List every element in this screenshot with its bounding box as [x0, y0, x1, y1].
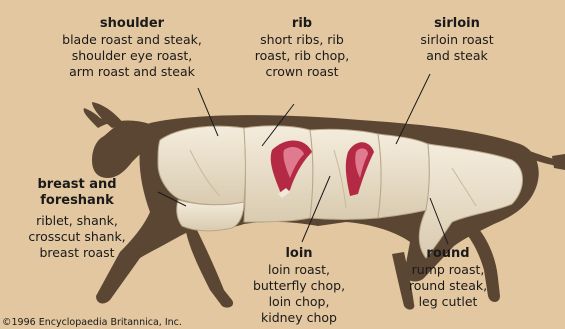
breast-foreshank-heading-2: foreshank — [18, 193, 136, 209]
sirloin-label: sirloin sirloin roast and steak — [404, 16, 510, 64]
rib-line-1: short ribs, rib — [244, 32, 360, 48]
shoulder-heading: shoulder — [52, 16, 212, 32]
shoulder-line-1: blade roast and steak, — [52, 32, 212, 48]
breast-foreshank-line-3: breast roast — [18, 245, 136, 261]
loin-label: loin loin roast, butterfly chop, loin ch… — [236, 246, 362, 326]
loin-heading: loin — [236, 246, 362, 262]
sirloin-line-1: sirloin roast — [404, 32, 510, 48]
breast-foreshank-label: breast and foreshank riblet, shank, cros… — [18, 177, 136, 261]
front-leg-back — [186, 228, 233, 308]
breast-foreshank-heading-1: breast and — [18, 177, 136, 193]
sirloin-heading: sirloin — [404, 16, 510, 32]
loin-line-2: butterfly chop, — [236, 278, 362, 294]
round-line-2: round steak, — [394, 278, 502, 294]
round-line-1: rump roast, — [394, 262, 502, 278]
loin-line-3: loin chop, — [236, 294, 362, 310]
tail-tuft — [552, 154, 565, 170]
breast-foreshank-line-2: crosscut shank, — [18, 229, 136, 245]
sirloin-cut — [378, 134, 429, 218]
shoulder-line-3: arm roast and steak — [52, 64, 212, 80]
round-line-3: leg cutlet — [394, 294, 502, 310]
copyright-notice: ©1996 Encyclopaedia Britannica, Inc. — [2, 317, 182, 328]
breast-foreshank-line-1: riblet, shank, — [18, 213, 136, 229]
breast-foreshank-cut — [177, 200, 244, 231]
rib-line-3: crown roast — [244, 64, 360, 80]
rib-label: rib short ribs, rib roast, rib chop, cro… — [244, 16, 360, 80]
round-cut — [419, 144, 522, 258]
round-label: round rump roast, round steak, leg cutle… — [394, 246, 502, 310]
shoulder-line-2: shoulder eye roast, — [52, 48, 212, 64]
loin-line-1: loin roast, — [236, 262, 362, 278]
shoulder-label: shoulder blade roast and steak, shoulder… — [52, 16, 212, 80]
loin-line-4: kidney chop — [236, 310, 362, 326]
rib-line-2: roast, rib chop, — [244, 48, 360, 64]
sirloin-line-2: and steak — [404, 48, 510, 64]
shoulder-cut — [158, 126, 246, 205]
round-heading: round — [394, 246, 502, 262]
rib-heading: rib — [244, 16, 360, 32]
